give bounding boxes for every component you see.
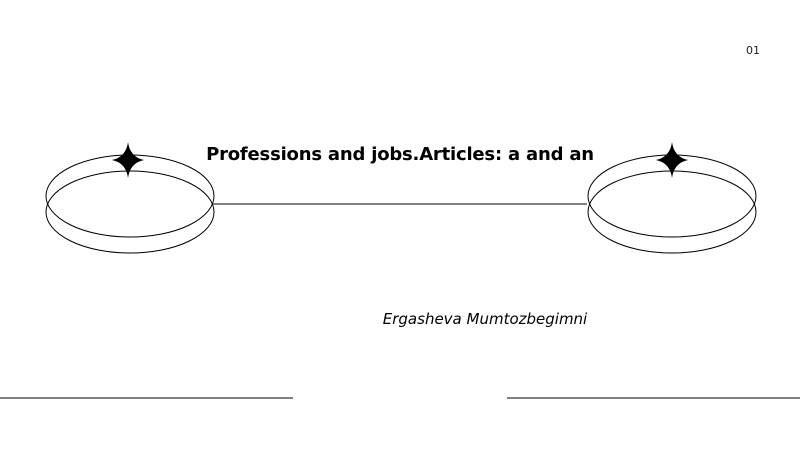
page-number: 01: [746, 44, 760, 57]
left-star-icon: [112, 142, 144, 178]
right-star-icon: [656, 142, 688, 178]
author-name: Ergasheva Mumtozbegimni: [382, 310, 588, 328]
slide-title: Professions and jobs.Articles: a and an: [206, 144, 594, 165]
